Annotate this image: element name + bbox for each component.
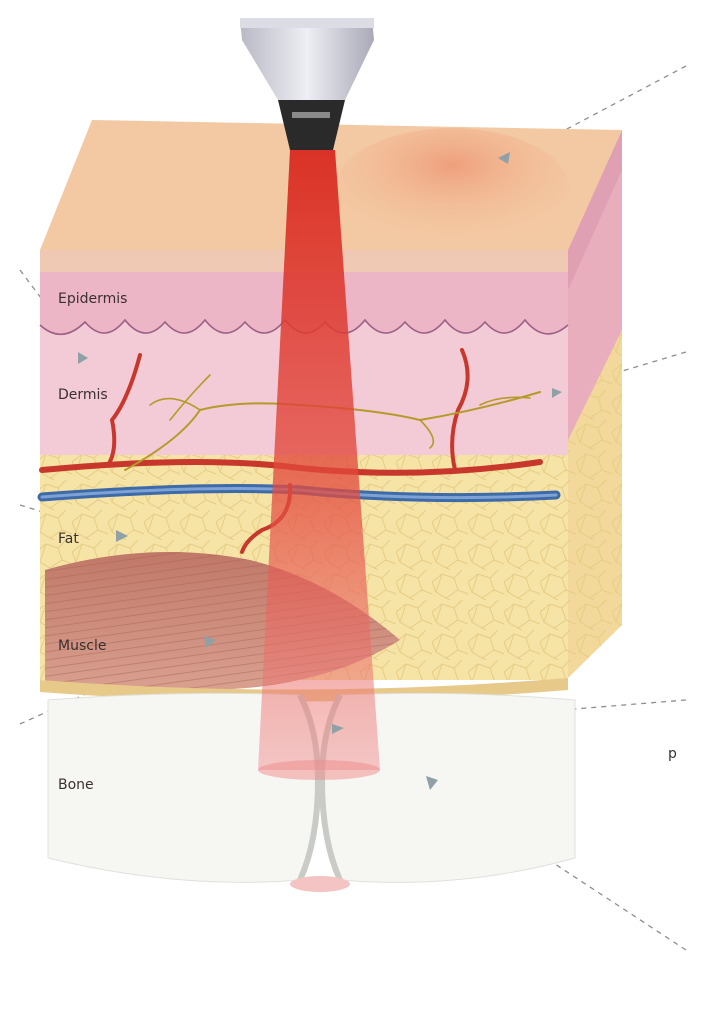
block-side-epidermis <box>568 130 622 290</box>
label-cut-off: p <box>668 746 677 762</box>
laser-probe <box>240 18 374 100</box>
label-fat: Fat <box>58 531 79 547</box>
artery-branch-right <box>450 348 470 472</box>
label-bone: Bone <box>58 777 94 793</box>
laser-probe-tip-ring <box>292 112 330 118</box>
leader-line-nerve <box>551 351 687 393</box>
arrowhead-epidermis <box>78 352 88 364</box>
label-epidermis: Epidermis <box>58 291 127 307</box>
skin-lesion <box>334 128 570 252</box>
block-side-fat-cells <box>568 330 622 678</box>
laser-beam-end <box>258 760 380 780</box>
arrowhead-surface <box>498 152 510 164</box>
artery-branch-left <box>106 353 142 467</box>
label-muscle: Muscle <box>58 638 106 654</box>
laser-beam <box>258 150 380 770</box>
block-side-dermis <box>568 130 622 440</box>
leader-line-bone <box>429 781 687 951</box>
nerve-branches <box>149 374 531 449</box>
label-dermis: Dermis <box>58 387 108 403</box>
arrowhead-muscle <box>204 636 216 648</box>
joint-gap <box>290 876 350 892</box>
arrowhead-joint <box>332 724 344 734</box>
leader-arrowheads <box>78 152 562 790</box>
arrowhead-nerve <box>552 388 562 398</box>
laser-probe-rim <box>240 18 374 28</box>
arrowhead-bone <box>426 776 438 790</box>
arrowhead-fat <box>116 530 128 542</box>
